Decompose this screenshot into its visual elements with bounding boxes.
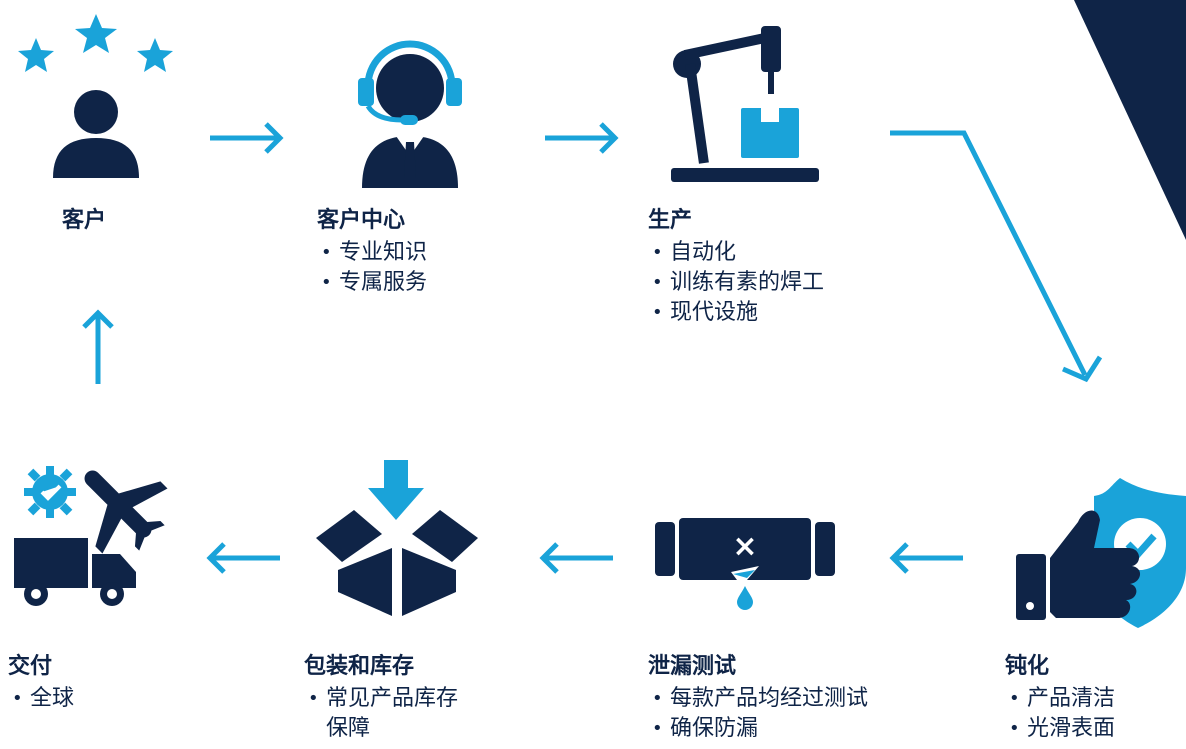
stage-title: 生产 xyxy=(648,208,693,233)
stage-title: 钝化 xyxy=(1005,654,1050,679)
stage-customer-center: 客户中心 专业知识 专属服务 xyxy=(317,208,427,298)
thumbs-up-shield-icon xyxy=(1016,478,1186,628)
svg-text:×: × xyxy=(732,529,757,564)
truck-plane-icon xyxy=(14,466,168,606)
bullet-item: 光滑表面 xyxy=(1005,714,1115,744)
bullet-item: 专业知识 xyxy=(317,238,427,268)
arrow-left-3 xyxy=(206,542,280,574)
bullet-list: 全球 xyxy=(8,684,74,714)
arrow-left-2 xyxy=(539,542,613,574)
arrow-bend-down xyxy=(890,130,1103,383)
stage-title: 交付 xyxy=(8,654,53,679)
stage-title: 客户中心 xyxy=(317,208,406,233)
arrow-left-1 xyxy=(889,542,963,574)
bullet-item: 确保防漏 xyxy=(648,714,868,744)
stage-passivation: 钝化 产品清洁 光滑表面 xyxy=(1005,654,1115,744)
bullet-item: 每款产品均经过测试 xyxy=(648,684,868,714)
arrow-right-1 xyxy=(210,122,284,154)
stage-title: 泄漏测试 xyxy=(648,654,737,679)
stage-title: 客户 xyxy=(62,208,107,233)
bullet-item: 产品清洁 xyxy=(1005,684,1115,714)
bullet-item: 全球 xyxy=(8,684,74,714)
stage-production: 生产 自动化 训练有素的焊工 现代设施 xyxy=(648,208,824,328)
headset-agent-icon xyxy=(358,40,462,188)
arrow-right-2 xyxy=(545,122,619,154)
bullet-list: 专业知识 专属服务 xyxy=(317,238,427,298)
bullet-item: 现代设施 xyxy=(648,298,824,328)
stage-leak-test: 泄漏测试 每款产品均经过测试 确保防漏 xyxy=(648,654,868,744)
box-download-icon xyxy=(316,460,478,616)
bullet-list: 产品清洁 光滑表面 xyxy=(1005,684,1115,744)
bullet-item: 自动化 xyxy=(648,238,824,268)
stage-delivery: 交付 全球 xyxy=(8,654,74,714)
pipe-leak-icon: × xyxy=(655,518,835,610)
stage-packaging: 包装和库存 常见产品库存保障 xyxy=(304,654,464,744)
bullet-item: 常见产品库存保障 xyxy=(304,684,464,744)
bullet-list: 自动化 训练有素的焊工 现代设施 xyxy=(648,238,824,328)
bullet-list: 常见产品库存保障 xyxy=(304,684,464,744)
arrow-up xyxy=(82,309,114,384)
robot-arm-icon xyxy=(671,26,819,182)
customer-stars-icon xyxy=(18,14,173,178)
bullet-item: 专属服务 xyxy=(317,268,427,298)
stage-customer: 客户 xyxy=(62,208,106,234)
stage-title: 包装和库存 xyxy=(304,654,415,679)
bullet-item: 训练有素的焊工 xyxy=(648,268,824,298)
corner-decoration xyxy=(1074,0,1186,240)
bullet-list: 每款产品均经过测试 确保防漏 xyxy=(648,684,868,744)
